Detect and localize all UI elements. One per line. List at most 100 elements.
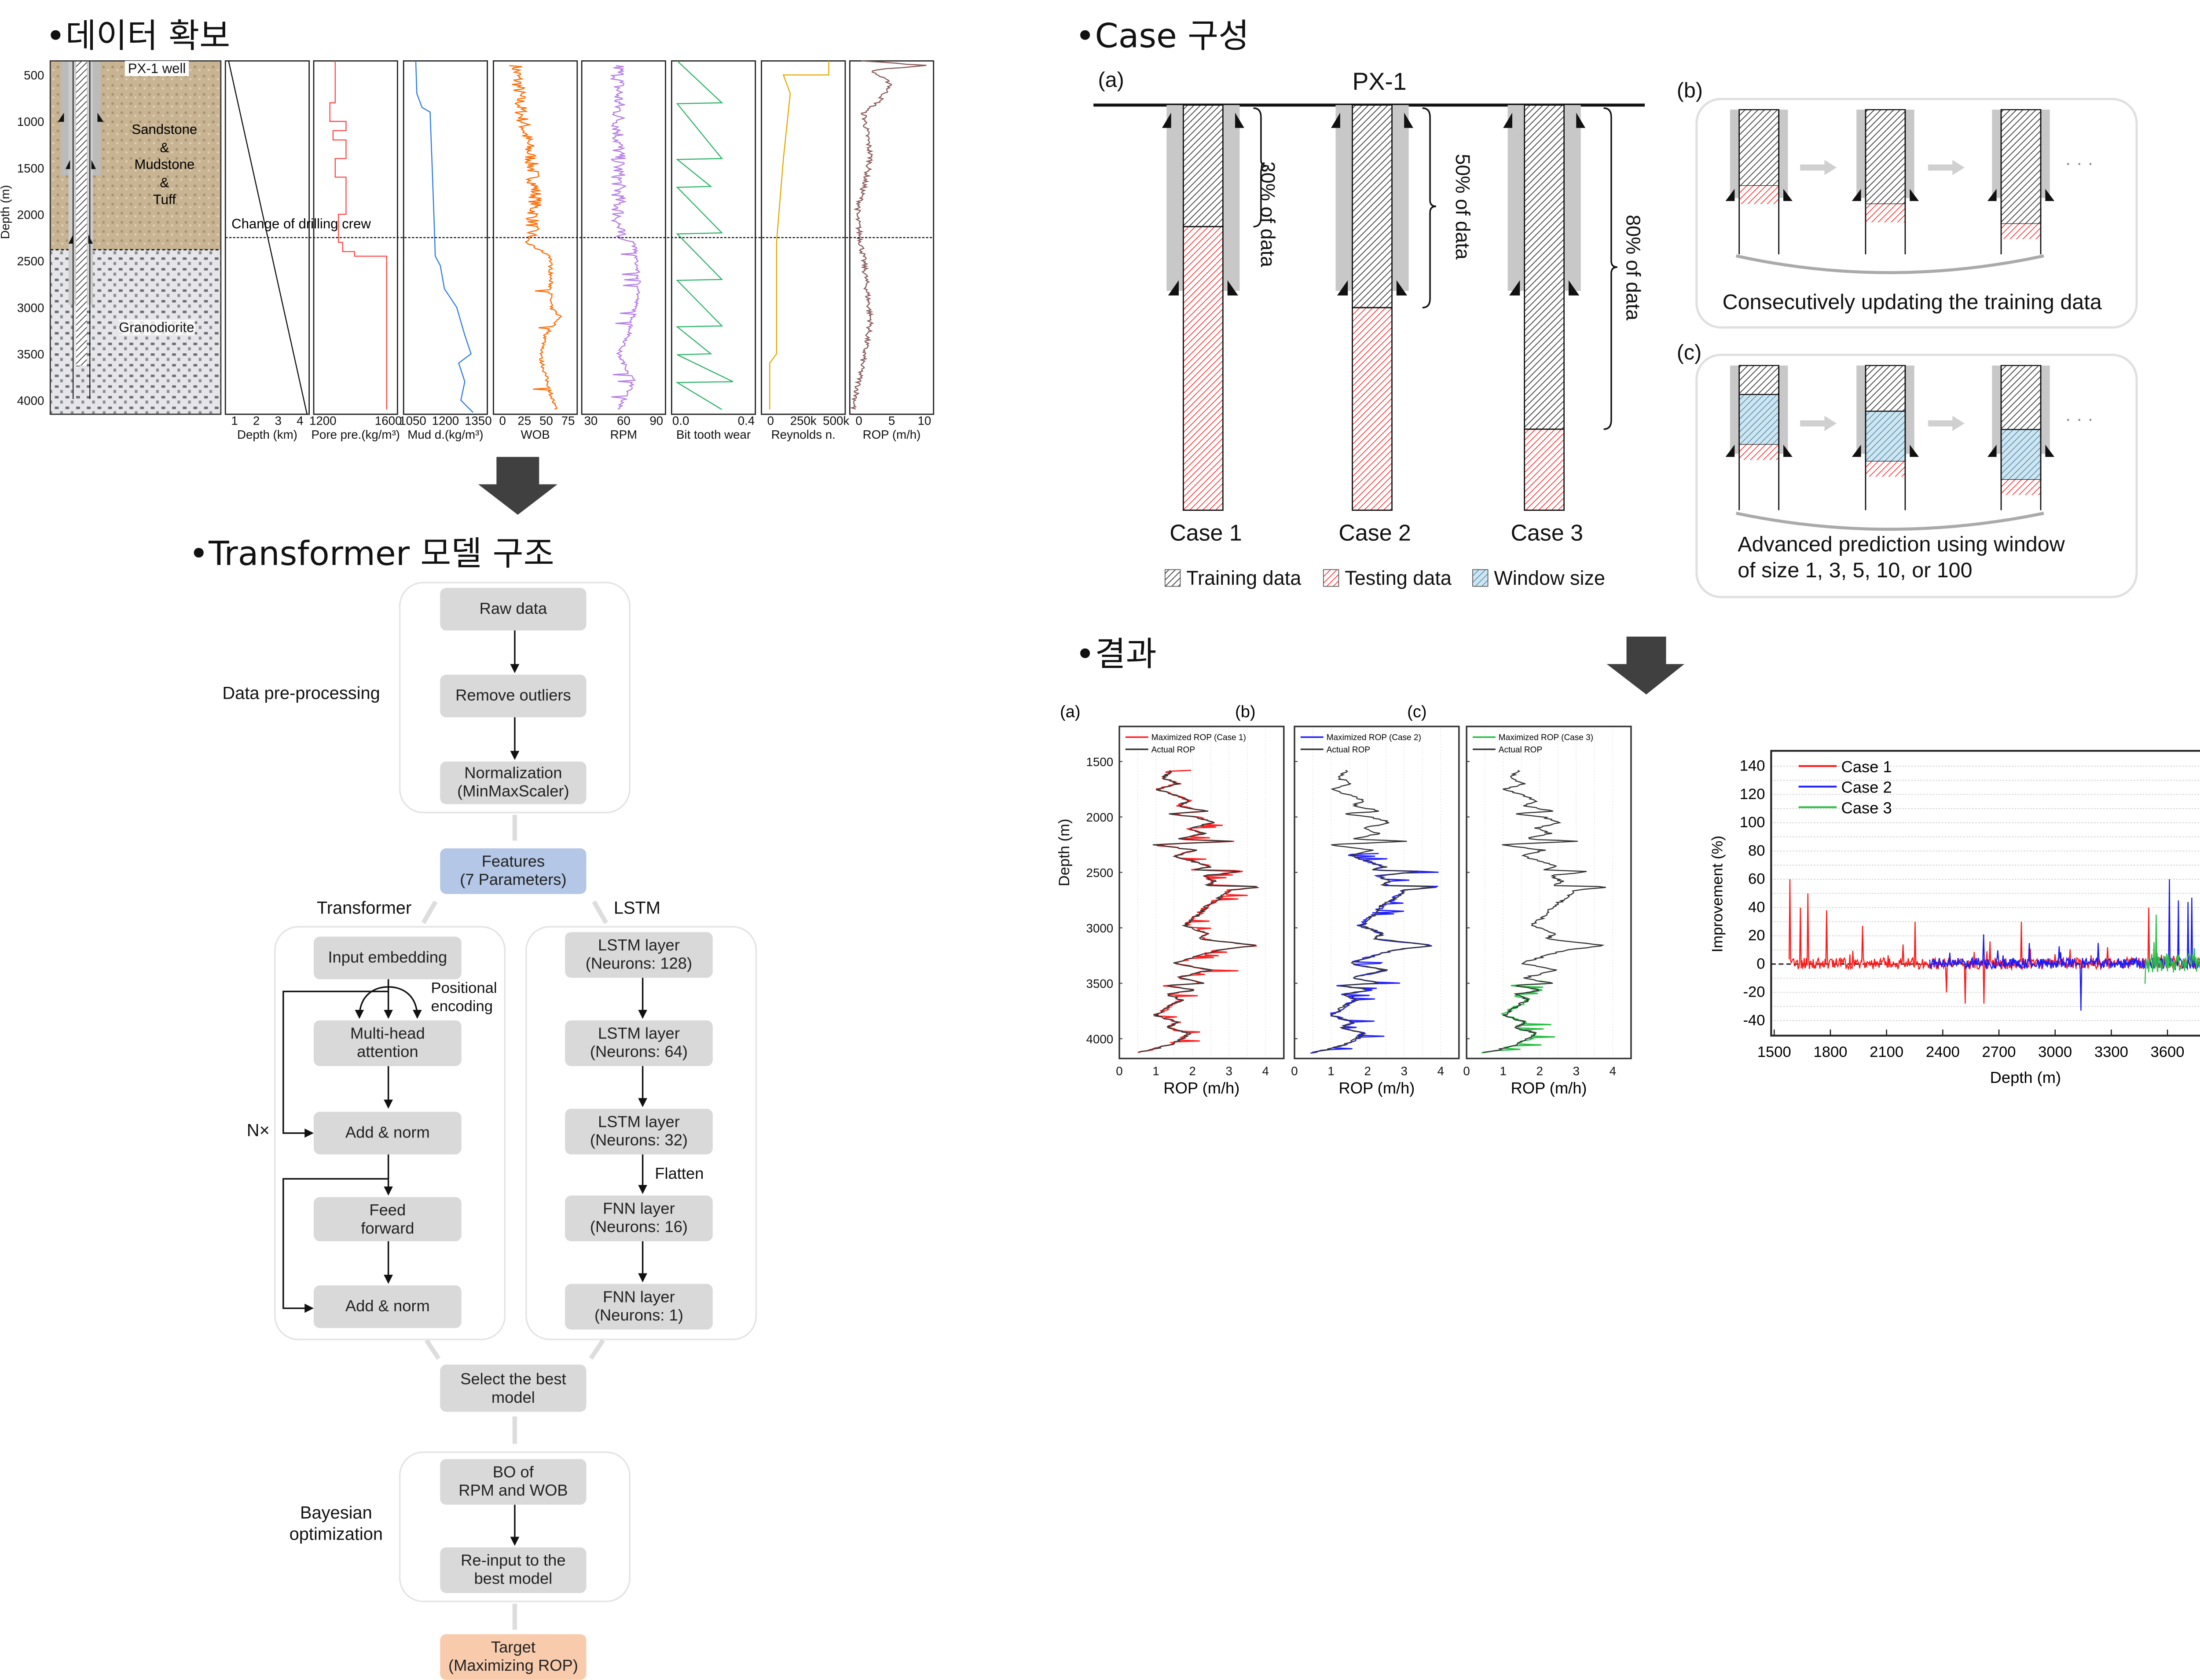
track-tick-label: 1200 (309, 414, 337, 428)
track-title: ROP (m/h) (863, 428, 921, 441)
track-tick-label: 2 (253, 414, 260, 428)
track-tick-label: 1350 (465, 414, 492, 428)
flatten-label: Flatten (655, 1165, 704, 1184)
legend-label: Case 3 (1841, 799, 1892, 817)
casing-shoe-icon (1404, 113, 1413, 128)
node-lstm-64: LSTM layer (Neurons: 64) (565, 1020, 713, 1066)
lstm-group (525, 926, 757, 1340)
plot-frame (1770, 750, 2200, 1037)
panel-b-tag: (b) (1676, 77, 1703, 102)
case-diagram: (a) PX-1 Case 1 Case 2 Case 3 30% of dat… (1066, 55, 2163, 603)
x-tick-label: 2400 (1926, 1044, 1960, 1060)
node-lstm-32: LSTM layer (Neurons: 32) (565, 1108, 713, 1155)
y-tick-label: 2500 (1086, 866, 1114, 880)
lithology-amp: & (160, 174, 169, 190)
lithology-mudstone: Mudstone (134, 157, 195, 172)
panel-c-caption: Advanced prediction using window of size… (1738, 531, 2065, 582)
track-tick-label: 4 (297, 414, 303, 428)
transformer-group (274, 926, 506, 1340)
legend-label: Maximized ROP (Case 1) (1151, 733, 1246, 742)
case-well-1 (1162, 104, 1267, 511)
down-arrow-icon (478, 457, 557, 515)
track-title: Depth (km) (237, 428, 297, 441)
x-tick-label: 3300 (2094, 1044, 2128, 1060)
track-tick-label: 1 (231, 414, 238, 428)
x-tick-label: 1 (1152, 1064, 1159, 1078)
x-tick-label: 2100 (1870, 1044, 1903, 1060)
node-normalization: Normalization (MinMaxScaler) (440, 761, 587, 804)
legend-testing: Testing data (1345, 566, 1452, 590)
right-arrow-icon (1928, 160, 1965, 176)
legend-label: Case 2 (1841, 778, 1892, 796)
well-name-label: PX-1 well (125, 61, 189, 77)
node-fnn-1: FNN layer (Neurons: 1) (565, 1284, 713, 1330)
track-title: RPM (610, 428, 638, 441)
y-tick-label: 80 (1748, 842, 1765, 859)
update-curve (1736, 512, 2044, 531)
track-tick-label: 50 (539, 414, 553, 428)
mini-training (1738, 109, 1779, 187)
track-title: WOB (521, 428, 550, 441)
transformer-label: Transformer (316, 900, 412, 919)
panel-a-tag: (a) (1098, 67, 1124, 92)
testing-section (1352, 307, 1393, 511)
depth-tick-label: 4000 (17, 394, 44, 407)
upper-lithology-label: Sandstone & Mudstone & Tuff (125, 122, 204, 209)
x-tick-label: 1 (1500, 1064, 1507, 1078)
case-3-label: Case 3 (1511, 521, 1584, 547)
y-tick-label: 120 (1740, 786, 1765, 803)
x-tick-label: 3 (1225, 1064, 1232, 1078)
case-2-label: Case 2 (1338, 521, 1411, 547)
panel-c-tag: (c) (1676, 339, 1702, 364)
x-axis-label: ROP (m/h) (1511, 1079, 1587, 1097)
section-title-model-structure: •Transformer 모델 구조 (189, 536, 554, 574)
x-axis-label: ROP (m/h) (1163, 1079, 1239, 1097)
mini-testing (2001, 480, 2041, 495)
track-tick-label: 1050 (399, 414, 426, 428)
brace-icon (1603, 107, 1617, 430)
node-reinput: Re-input to the best model (440, 1547, 587, 1593)
update-curve (1736, 254, 2044, 274)
legend-label: Maximized ROP (Case 3) (1499, 733, 1593, 742)
track-tick-label: 60 (617, 414, 631, 428)
well-schematic (58, 61, 104, 399)
track-tick-label: 0.4 (738, 414, 755, 428)
preprocessing-label: Data pre-processing (222, 685, 380, 704)
track-tick-label: 0 (855, 414, 862, 428)
y-axis-label: Improvement (%) (1709, 836, 1726, 952)
x-tick-label: 0 (1463, 1064, 1470, 1078)
y-tick-label: 140 (1740, 758, 1765, 774)
plot-frame (1294, 726, 1460, 1060)
track-curve-5 (675, 60, 733, 410)
track-tick-label: 1600 (375, 414, 402, 428)
depth-tick-label: 2000 (17, 208, 44, 222)
x-tick-label: 0 (1291, 1064, 1298, 1078)
training-section (1182, 104, 1224, 227)
panel-tag: (c) (1407, 703, 1426, 721)
positional-encoding-label: Positional encoding (431, 981, 497, 1018)
depth-tick-label: 2500 (17, 254, 44, 268)
y-tick-label: 3000 (1086, 921, 1114, 935)
right-arrow-icon (1928, 415, 1965, 431)
y-tick-label: -40 (1743, 1012, 1765, 1029)
node-select-best-model: Select the best model (440, 1365, 587, 1412)
lithology-tuff: Tuff (153, 192, 176, 207)
y-tick-label: 0 (1756, 955, 1765, 972)
track-curve-2 (415, 61, 473, 413)
legend-label: Actual ROP (1151, 745, 1195, 755)
track-tick-label: 0 (499, 414, 506, 428)
mini-testing (1739, 186, 1779, 204)
actual-rop-line (1138, 770, 1258, 1053)
actual-rop-line (1312, 770, 1435, 1053)
track-tick-label: 250k (790, 414, 817, 428)
track-title: Pore pre.(kg/m³) (311, 428, 400, 441)
legend-label: Actual ROP (1327, 745, 1370, 755)
track-title: Reynolds n. (771, 428, 836, 441)
node-remove-outliers: Remove outliers (440, 675, 587, 718)
node-input-embedding: Input embedding (314, 936, 462, 979)
flow-connectors (282, 629, 648, 1630)
plot-frame (1466, 726, 1632, 1060)
crew-change-label: Change of drilling crew (231, 216, 371, 231)
